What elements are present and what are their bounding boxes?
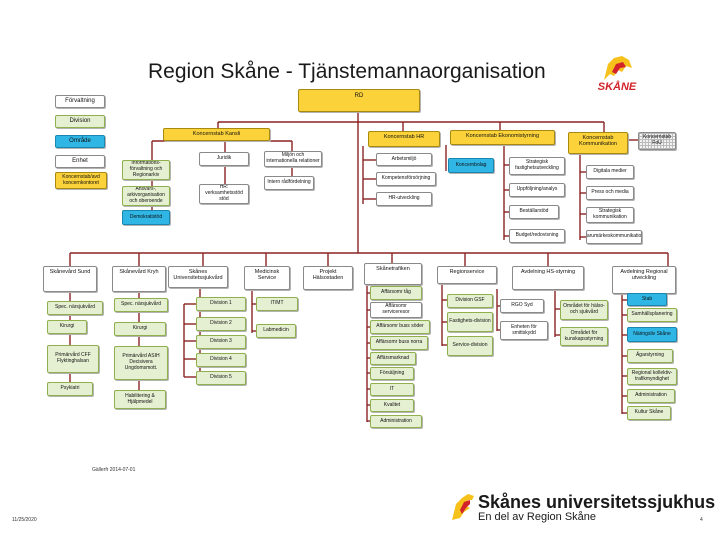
medicinsk-it-mt: IT/MT	[256, 297, 298, 311]
ru-stab: Stab	[627, 293, 667, 306]
ekonomi-budget: Budget/redovisning	[509, 229, 565, 243]
kryh-primarvard: Primärvård ASIH Decisivera Ungdomsmott.	[114, 346, 168, 380]
trafik-tag: Affärsomr tåg	[370, 286, 422, 300]
kommunikation-strategisk: Strategisk kommunikation	[586, 207, 634, 223]
regionservice-division-gsf: Division GSF	[447, 294, 493, 308]
ru-samhallsplanering: Samhällsplanering	[627, 308, 677, 322]
sund-spec-narsjukvard: Spec. närsjukvård	[47, 301, 103, 315]
legend-koncernstab: Koncernstab/avd koncernkontoret	[55, 172, 107, 189]
hr-arbetsmiljo: Arbetsmiljö	[376, 153, 432, 166]
sund-psykiatri: Psykiatri	[47, 382, 93, 396]
hr-utveckling: HR-utveckling	[376, 192, 432, 206]
footer-date: 11/25/2020	[12, 517, 37, 523]
legend-enhet: Enhet	[55, 155, 105, 168]
forvaltning-skanevard-sund: Skånevård Sund	[43, 266, 97, 292]
ru-administration: Administration	[627, 389, 675, 403]
kansli-juridik: Juridik	[199, 152, 249, 166]
koncernstab-kommunikation: Koncernstab Kommunikation	[568, 132, 628, 154]
trafik-serviceresor: Affärsomr serviceresor	[370, 302, 422, 318]
legend-division: Division	[55, 115, 105, 128]
hr-kompetens: Kompetensförsörjning	[376, 172, 436, 186]
sus-division-3: Division 3	[196, 335, 246, 349]
kansli-hr-verksamhet: HR: verksamhetsstöd stöd	[199, 184, 249, 204]
kryh-habilitering: Habilitering & Hjälpmedel	[114, 390, 166, 409]
page-title: Region Skåne - Tjänstemannaorganisation	[148, 60, 546, 83]
trafik-marknad: Affärsmarknad	[370, 352, 416, 365]
kansli-internationella: Miljön och internationella relationer	[264, 151, 322, 167]
ru-kultur-skane: Kultur Skåne	[627, 406, 671, 420]
region-skane-logo: SKÅNE	[596, 54, 638, 98]
koncernstab-kansli: Koncernstab Kansli	[163, 128, 270, 141]
logo-wordmark: SKÅNE	[597, 81, 637, 93]
avdelning-regional-utveckling: Avdelning Regional utveckling	[612, 266, 676, 294]
medicinsk-labmedicin: Labmedicin	[256, 324, 296, 338]
hs-enheten-smittskydd: Enheten för smittskydd	[500, 321, 548, 340]
kryh-kirurgi: Kirurgi	[114, 322, 166, 336]
kryh-spec-narsjukvard: Spec. närsjukvård	[114, 298, 168, 312]
forvaltning-skanevard-kryh: Skånevård Kryh	[112, 266, 166, 292]
ekonomi-koncernbolag: Koncernbolag	[448, 158, 494, 173]
trafik-administration: Administration	[370, 415, 422, 428]
legend-omrade: Område	[55, 135, 105, 148]
forvaltning-regionservice: Regionservice	[437, 266, 497, 284]
sund-kirurgi: Kirurgi	[47, 320, 87, 334]
ekonomi-uppfoljning: Uppföljning/analys	[509, 183, 565, 197]
regionservice-service: Service-division	[447, 336, 493, 356]
kansli-ansvarsutredning: Ansvars-, arkivorganisation och oberoend…	[122, 186, 170, 206]
hs-omradet-kunskap: Området för kunskapsstyrning	[560, 327, 608, 346]
ekonomi-strategisk: Strategisk fastighetsutveckling	[509, 157, 565, 175]
trafik-kvalitet: Kvalitet	[370, 399, 414, 412]
hs-omrade-halso: Området för hälso- och sjukvård	[560, 300, 608, 320]
sus-griffin-icon	[452, 494, 474, 520]
footer-page-number: 4	[700, 517, 703, 523]
koncernstab-hr: Koncernstab HR	[368, 131, 440, 147]
hs-rgo-syd: RGO Syd	[500, 299, 544, 313]
brand-subtitle: En del av Region Skåne	[478, 511, 597, 523]
sus-division-5: Division 5	[196, 371, 246, 385]
griffin-icon	[604, 56, 632, 80]
trafik-buss-soder: Affärsomr buss söder	[370, 320, 430, 334]
ru-agarstyrning: Ägarstyrning	[627, 349, 673, 363]
brand-name: Skånes universitetssjukhus	[478, 492, 716, 512]
trafik-forsaljning: Försäljning	[370, 367, 414, 380]
sus-division-4: Division 4	[196, 353, 246, 367]
kansli-demokrati: Demokratistöd	[122, 210, 170, 225]
trafik-buss-norr: Affärsomr buss norra	[370, 336, 428, 350]
kansli-intern: Intern rådfördelning	[264, 176, 314, 190]
ru-kollektivtrafik: Regional kollektiv-trafikmyndighet	[627, 368, 677, 385]
forvaltning-sus: Skånes Universitetssjukvård	[168, 266, 228, 288]
forvaltning-medicinsk-service: Medicinsk Service	[244, 266, 290, 290]
koncernstab-fou: Koncernstab FoU	[638, 132, 676, 150]
avdelning-hs-styrning: Avdelning HS-styrning	[512, 266, 584, 290]
forvaltning-projekt-halsostaden: Projekt Hälsostaden	[303, 266, 353, 290]
koncernstab-ekonomistyrning: Koncernstab Ekonomistyrning	[450, 130, 555, 145]
sus-division-1: Division 1	[196, 297, 246, 311]
kommunikation-digitala: Digitala medier	[586, 165, 634, 179]
regionservice-fastighets: Fastighets-division	[447, 312, 493, 332]
kommunikation-varumarke: Varumärkeskommunikation	[586, 230, 642, 244]
rd-box: RD	[298, 89, 420, 112]
forvaltning-skanetrafiken: Skånetrafiken	[364, 263, 422, 285]
ru-naringsliv: Näringsliv Skåne	[627, 327, 677, 342]
updated-note: Gällerfr 2014-07-01	[92, 467, 136, 473]
trafik-it: IT	[370, 383, 414, 396]
kansli-information: Informations-förvaltning och Regionarkiv	[122, 160, 170, 180]
ekonomi-bestallar: Beställarstöd	[509, 205, 559, 219]
sus-division-2: Division 2	[196, 317, 246, 331]
kommunikation-press: Press och media	[586, 186, 634, 200]
legend-forvaltning: Förvaltning	[55, 95, 105, 108]
sund-primarvard: Primärvård CFF Flyktinghalsan	[47, 345, 99, 373]
